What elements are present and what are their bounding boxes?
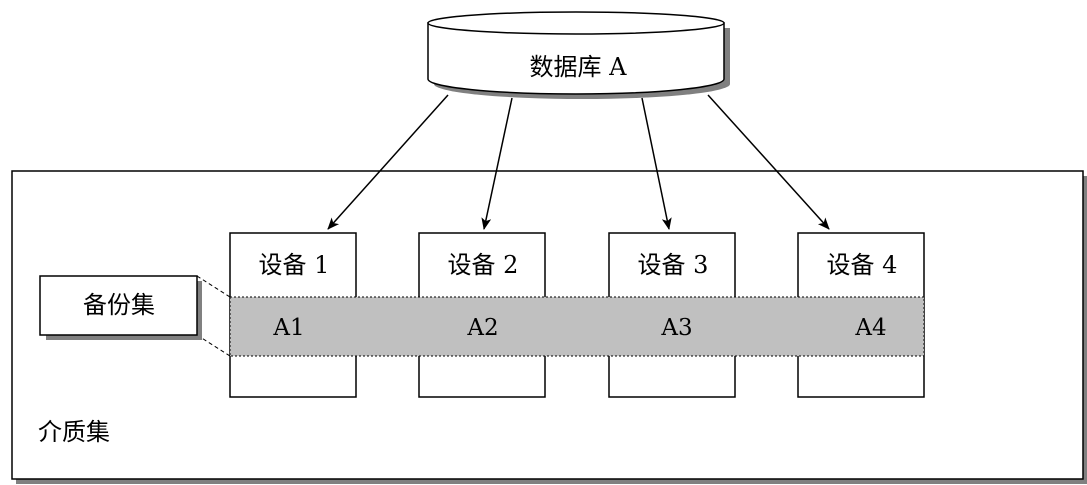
arrows [327, 94, 830, 230]
segment-label-a3: A3 [660, 315, 692, 341]
database-body [427, 22, 725, 95]
media-set-label: 介质集 [38, 418, 110, 446]
backup-set-label: 备份集 [83, 291, 155, 319]
device-label-4: 设备 4 [827, 251, 898, 279]
database-top [427, 11, 725, 35]
segment-label-a4: A4 [854, 315, 886, 341]
arrow-to-device-4 [707, 94, 830, 230]
device-label-3: 设备 3 [638, 251, 709, 279]
device-label-2: 设备 2 [448, 251, 519, 279]
arrow-to-device-3 [641, 97, 672, 230]
device-label-1: 设备 1 [259, 251, 330, 279]
database-cylinder [427, 11, 730, 99]
segment-label-a2: A2 [466, 315, 498, 341]
backup-set-box [39, 275, 202, 340]
segment-label-a1: A1 [272, 315, 304, 341]
backup-set-frame [39, 275, 198, 336]
backup-set-band [229, 296, 925, 357]
database-label: 数据库 A [530, 53, 628, 81]
arrow-to-device-2 [481, 97, 513, 230]
arrow-to-device-1 [327, 94, 449, 230]
